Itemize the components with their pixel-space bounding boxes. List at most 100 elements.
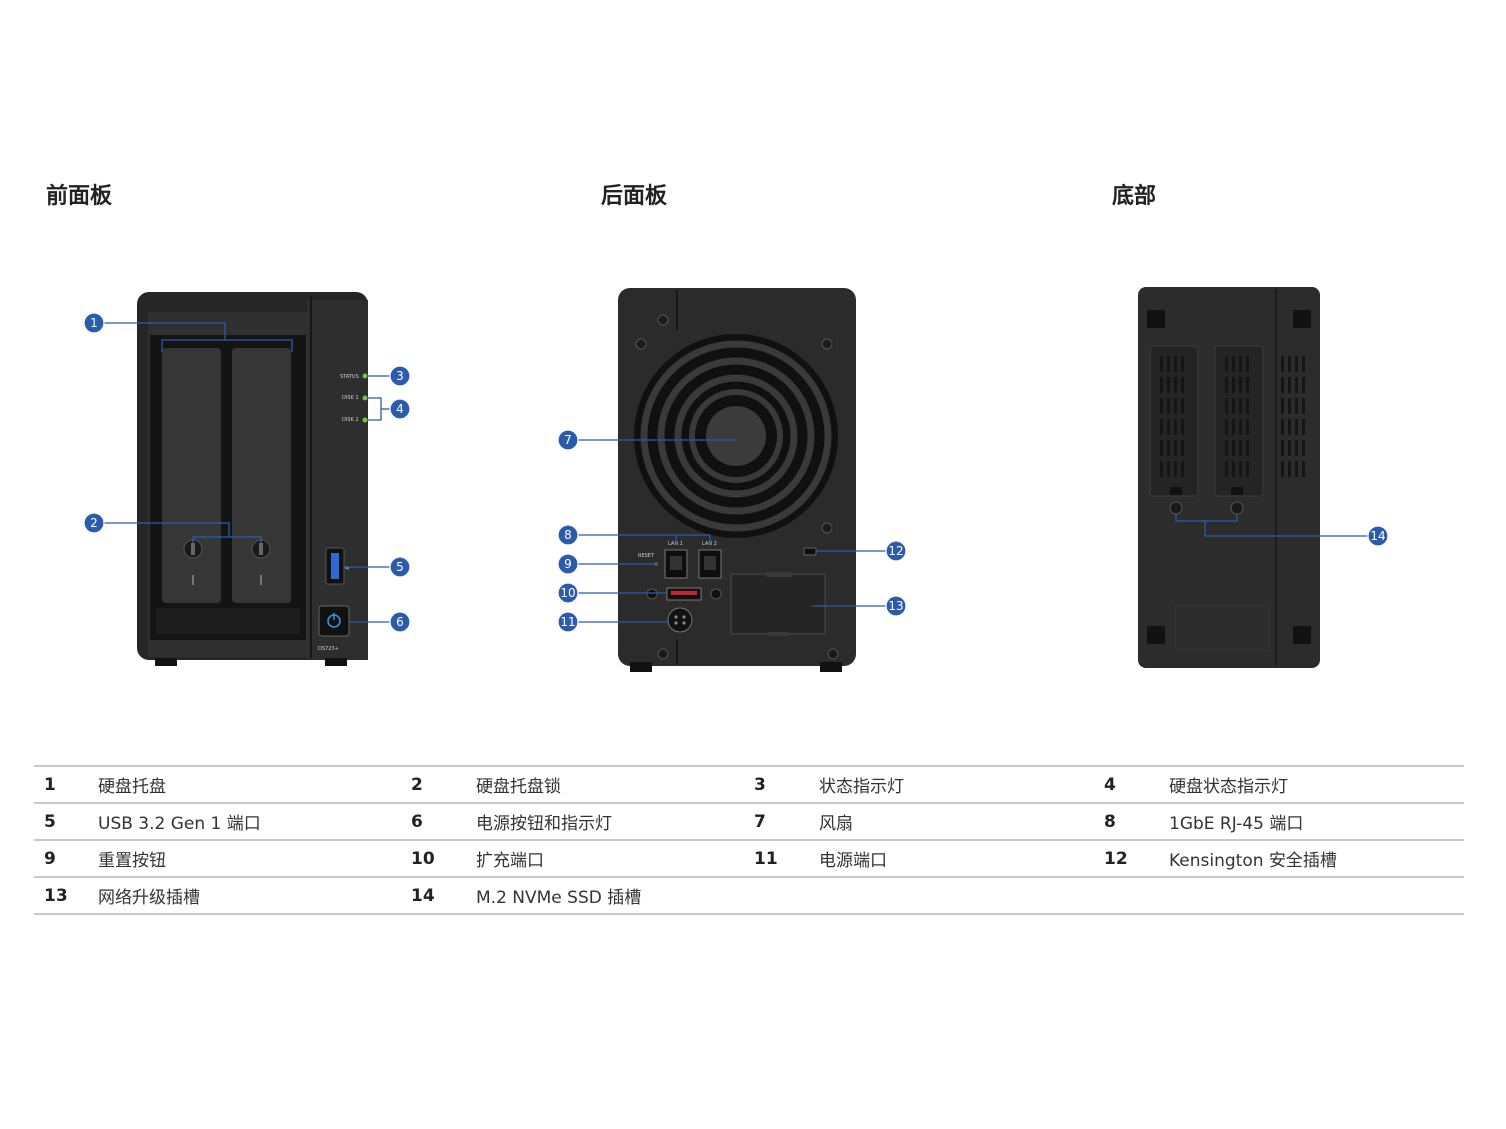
callout-4: 4 — [389, 398, 411, 420]
callout-circle — [389, 611, 411, 633]
vent-slot — [1239, 377, 1242, 393]
disk1-led-icon — [362, 395, 368, 401]
vent-slot — [1232, 398, 1235, 414]
legend-number: 5 — [34, 802, 98, 840]
drive-tray-2[interactable] — [232, 348, 291, 603]
power-port[interactable] — [667, 607, 693, 633]
legend-number: 7 — [744, 802, 819, 840]
callout-12: 12 — [885, 540, 907, 562]
bottom-title: 底部 — [1112, 184, 1157, 209]
legend-number: 8 — [1094, 802, 1169, 840]
callout-9: 9 — [557, 553, 579, 575]
callout-5: 5 — [389, 556, 411, 578]
vent-slot — [1174, 398, 1177, 414]
vent-slot — [1160, 398, 1163, 414]
legend-label: 风扇 — [819, 802, 1094, 840]
vent-slot — [1295, 398, 1298, 414]
legend-number — [1094, 876, 1169, 915]
legend-label: 网络升级插槽 — [98, 876, 401, 915]
vent-slot — [1295, 356, 1298, 372]
vent-slot — [1232, 440, 1235, 456]
power-button[interactable] — [318, 605, 350, 637]
callout-number: 9 — [564, 557, 572, 571]
vent-slot — [1239, 461, 1242, 477]
legend-label: 1GbE RJ-45 端口 — [1169, 802, 1464, 840]
vent-slot — [1181, 440, 1184, 456]
legend-label: USB 3.2 Gen 1 端口 — [98, 802, 401, 840]
callout-10: 10 — [557, 582, 579, 604]
vent-slot — [1246, 461, 1249, 477]
callout-number: 7 — [564, 433, 572, 447]
callout-number: 10 — [560, 586, 575, 600]
callout-2: 2 — [83, 512, 105, 534]
vent-slot — [1246, 356, 1249, 372]
vent-slot — [1225, 461, 1228, 477]
vent-slot — [1160, 461, 1163, 477]
callout-number: 12 — [888, 544, 903, 558]
callout-6: 6 — [389, 611, 411, 633]
vent-slot — [1160, 419, 1163, 435]
legend-number: 2 — [401, 765, 476, 803]
vent-slot — [1160, 356, 1163, 372]
legend-label: 电源端口 — [819, 839, 1094, 877]
legend-label: 硬盘托盘锁 — [476, 765, 744, 803]
callout-circle — [557, 582, 579, 604]
reset-button[interactable] — [654, 562, 658, 566]
legend-number: 1 — [34, 765, 98, 803]
vent-slot — [1246, 377, 1249, 393]
vent-slot — [1239, 356, 1242, 372]
rear-panel-title: 后面板 — [601, 184, 668, 209]
front-device: STATUS DISK 1 DISK 2 ⇋ DS723+ — [137, 292, 368, 666]
legend-number: 9 — [34, 839, 98, 877]
legend-label — [819, 876, 1094, 915]
vent-slot — [1160, 377, 1163, 393]
callout-circle — [885, 540, 907, 562]
legend-label: Kensington 安全插槽 — [1169, 839, 1464, 877]
fan-icon — [634, 334, 838, 538]
network-upgrade-slot[interactable] — [730, 573, 826, 635]
drive-tray-1[interactable] — [162, 348, 221, 603]
callout-8: 8 — [557, 524, 579, 546]
hardware-diagram: STATUS DISK 1 DISK 2 ⇋ DS723+ — [83, 287, 1389, 672]
legend-label: 硬盘托盘 — [98, 765, 401, 803]
vent-slot — [1232, 419, 1235, 435]
vent-slot — [1288, 461, 1291, 477]
callout-circle — [557, 611, 579, 633]
callout-number: 1 — [90, 316, 98, 330]
vent-slot — [1167, 356, 1170, 372]
bottom-device — [1138, 287, 1320, 668]
callout-circle — [83, 312, 105, 334]
callout-number: 2 — [90, 516, 98, 530]
vent-slot — [1246, 419, 1249, 435]
legend-number: 13 — [34, 876, 98, 915]
legend-number: 6 — [401, 802, 476, 840]
legend-label — [1169, 876, 1464, 915]
status-led-icon — [362, 373, 368, 379]
vent-slot — [1225, 398, 1228, 414]
callout-11: 11 — [557, 611, 579, 633]
vent-slot — [1239, 440, 1242, 456]
vent-slot — [1167, 398, 1170, 414]
legend-label: 硬盘状态指示灯 — [1169, 765, 1464, 803]
legend-label: 电源按钮和指示灯 — [476, 802, 744, 840]
callout-circle — [885, 595, 907, 617]
kensington-slot[interactable] — [803, 547, 817, 556]
vent-slot — [1181, 419, 1184, 435]
vent-slot — [1295, 419, 1298, 435]
callout-14: 14 — [1367, 525, 1389, 547]
vent-slot — [1302, 398, 1305, 414]
vent-slot — [1246, 440, 1249, 456]
callout-circle — [83, 512, 105, 534]
vent-slot — [1167, 440, 1170, 456]
legend-number — [744, 876, 819, 915]
callout-number: 3 — [396, 369, 404, 383]
vent-slot — [1295, 461, 1298, 477]
callout-circle — [557, 524, 579, 546]
vent-slot — [1288, 377, 1291, 393]
legend-label: M.2 NVMe SSD 插槽 — [476, 876, 744, 915]
vent-slot — [1174, 461, 1177, 477]
